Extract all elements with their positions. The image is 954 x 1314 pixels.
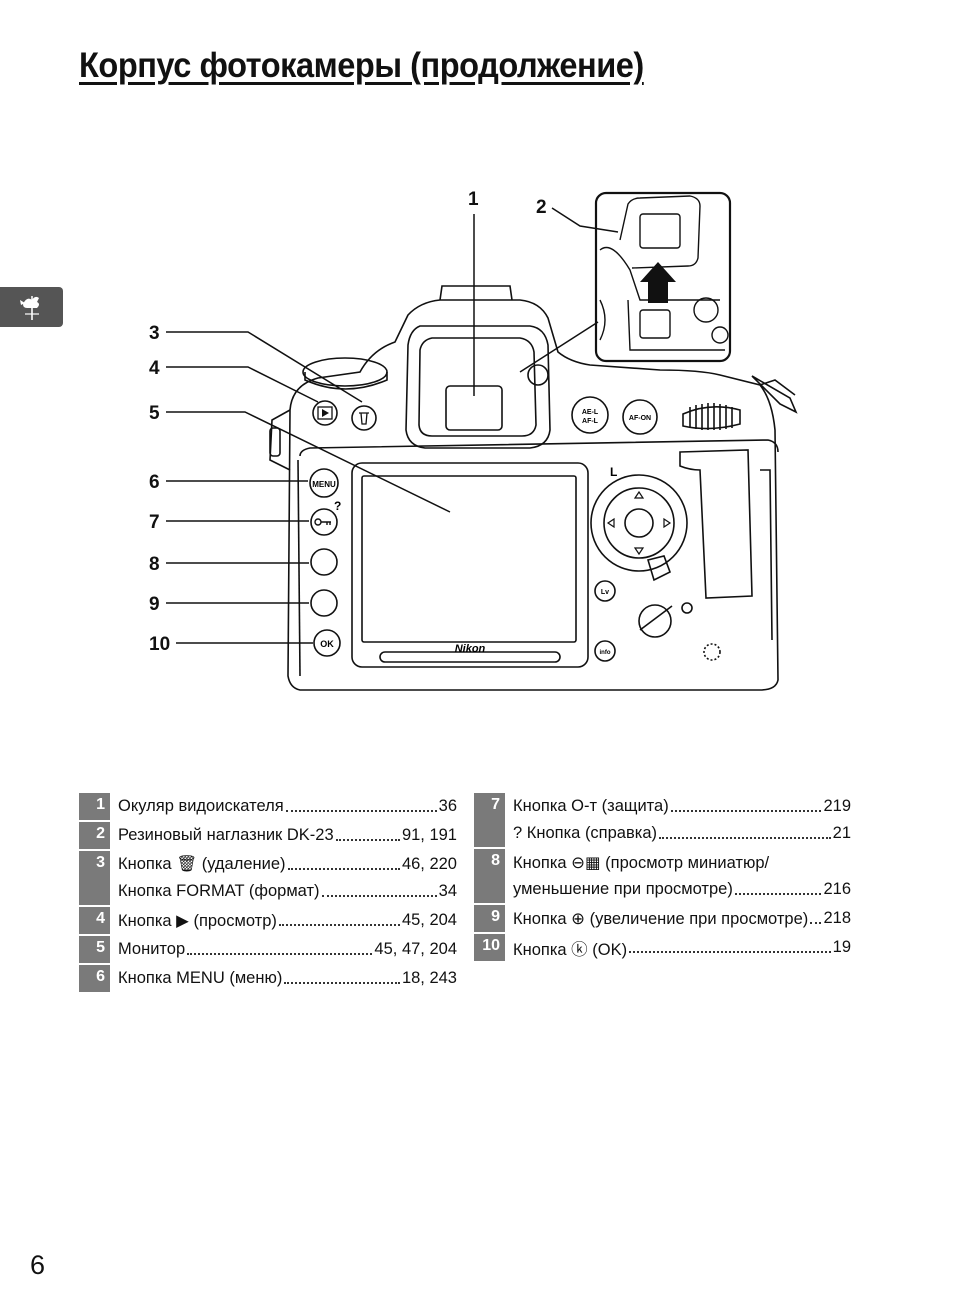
legend-page-ref[interactable]: 46, 220: [401, 855, 457, 873]
page-number: 6: [30, 1250, 46, 1280]
legend-page-ref[interactable]: 219: [823, 797, 851, 815]
callout-6: 6: [149, 472, 160, 493]
legend-page-ref[interactable]: 216: [823, 880, 851, 898]
ok-button-label: OK: [320, 639, 334, 649]
legend-row: 2 Резиновый наглазник DK-23 91, 191: [79, 822, 457, 851]
legend-row: 6 Кнопка MENU (меню) 18, 243: [79, 965, 457, 994]
legend-number: 2: [79, 822, 110, 849]
legend-text: Кнопка О‑т (защита): [513, 797, 669, 815]
legend-page-ref[interactable]: 18, 243: [401, 969, 457, 987]
legend-row: 10 Кнопка ⓚ (OK) 19: [474, 934, 851, 963]
menu-button-label: MENU: [312, 480, 336, 489]
ael-label: AE-L: [582, 409, 599, 416]
legend-text: уменьшение при просмотре): [513, 880, 733, 898]
info-label: info: [600, 650, 611, 656]
leader-dots: [284, 967, 400, 984]
legend-text: ? Кнопка (справка): [513, 824, 657, 842]
chapter-tab: [0, 287, 63, 327]
legend-number: 3: [79, 851, 110, 905]
callout-2: 2: [536, 197, 547, 218]
legend-text: Кнопка MENU (меню): [118, 969, 283, 987]
callout-10: 10: [149, 634, 170, 655]
leader-dots: [629, 936, 831, 953]
legend-row: 4 Кнопка ▶ (просмотр) 45, 204: [79, 907, 457, 936]
legend-entry: Кнопка ⊖▦ (просмотр миниатюр/: [513, 849, 851, 876]
afon-label: AF-ON: [629, 415, 651, 422]
leader-dots: [321, 880, 437, 897]
legend-number: 7: [474, 793, 505, 847]
legend-text: Резиновый наглазник DK-23: [118, 826, 334, 844]
leader-dots: [335, 824, 400, 841]
legend-entry: Кнопка ⊕ (увеличение при просмотре) 218: [513, 905, 851, 932]
leader-dots: [287, 853, 400, 870]
callout-7: 7: [149, 512, 160, 533]
lv-label: Lv: [601, 589, 609, 596]
legend-text: Окуляр видоискателя: [118, 797, 284, 815]
legend-row: 1 Окуляр видоискателя 36: [79, 793, 457, 822]
legend-number: 1: [79, 793, 110, 820]
legend-entry: Монитор 45, 47, 204: [118, 936, 457, 963]
leader-dots: [670, 795, 822, 812]
legend-text: Кнопка ⓚ (OK): [513, 940, 628, 959]
legend-text: Кнопка ⊖▦ (просмотр миниатюр/: [513, 853, 770, 872]
page-title: Корпус фотокамеры (продолжение): [79, 46, 644, 85]
callout-1: 1: [468, 189, 479, 210]
legend-page-ref[interactable]: 19: [832, 938, 851, 956]
legend-entry: Кнопка MENU (меню) 18, 243: [118, 965, 457, 992]
help-mark: ?: [334, 499, 341, 513]
legend-text: Кнопка ⊕ (увеличение при просмотре): [513, 909, 809, 928]
callout-8: 8: [149, 554, 160, 575]
legend-text: Кнопка 🗑 (удаление): [118, 855, 286, 873]
legend-page-ref[interactable]: 21: [832, 824, 851, 842]
legend-number: 4: [79, 907, 110, 934]
legend-entry: Кнопка 🗑 (удаление) 46, 220: [118, 851, 457, 878]
callout-5: 5: [149, 403, 160, 424]
legend-text: Монитор: [118, 940, 186, 958]
legend-number: 8: [474, 849, 505, 903]
callout-4: 4: [149, 358, 160, 379]
callout-9: 9: [149, 594, 160, 615]
legend-entry: Резиновый наглазник DK-23 91, 191: [118, 822, 457, 849]
legend-row: 8 Кнопка ⊖▦ (просмотр миниатюр/уменьшение…: [474, 849, 851, 905]
leader-dots: [278, 909, 400, 926]
legend-page-ref[interactable]: 36: [438, 797, 457, 815]
leader-dots: [810, 907, 822, 924]
leader-dots: [187, 938, 373, 955]
legend-entry: уменьшение при просмотре) 216: [513, 876, 851, 903]
legend-row: 5 Монитор 45, 47, 204: [79, 936, 457, 965]
callout-3: 3: [149, 323, 160, 344]
legend-text: Кнопка ▶ (просмотр): [118, 911, 277, 930]
legend-page-ref[interactable]: 34: [438, 882, 457, 900]
legend-number: 5: [79, 936, 110, 963]
legend-text: Кнопка FORMAT (формат): [118, 882, 320, 900]
legend-page-ref[interactable]: 45, 47, 204: [374, 940, 457, 958]
legend-entry: ? Кнопка (справка) 21: [513, 820, 851, 847]
legend-number: 10: [474, 934, 505, 961]
afl-label: AF-L: [582, 418, 599, 425]
weathervane-icon: [19, 296, 39, 320]
legend-entry: Кнопка ▶ (просмотр) 45, 204: [118, 907, 457, 934]
legend-row: 9 Кнопка ⊕ (увеличение при просмотре) 218: [474, 905, 851, 934]
legend-number: 9: [474, 905, 505, 932]
legend-entry: Кнопка FORMAT (формат) 34: [118, 878, 457, 905]
lock-mark: L: [610, 465, 617, 479]
legend-entry: Кнопка ⓚ (OK) 19: [513, 934, 851, 961]
legend-entry: Кнопка О‑т (защита) 219: [513, 793, 851, 820]
legend-row: 7 Кнопка О‑т (защита) 219 ? Кнопка (справка…: [474, 793, 851, 849]
legend-page-ref[interactable]: 218: [823, 909, 851, 927]
leader-dots: [734, 878, 822, 895]
leader-dots: [285, 795, 437, 812]
leader-dots: [659, 822, 831, 839]
camera-back-diagram: Nikon MENU OK AE-L AF-L AF-ON Lv info L …: [149, 189, 798, 691]
legend-number: 6: [79, 965, 110, 992]
legend-page-ref[interactable]: 91, 191: [401, 826, 457, 844]
brand-logo: Nikon: [455, 643, 486, 655]
legend-entry: Окуляр видоискателя 36: [118, 793, 457, 820]
legend-page-ref[interactable]: 45, 204: [401, 911, 457, 929]
